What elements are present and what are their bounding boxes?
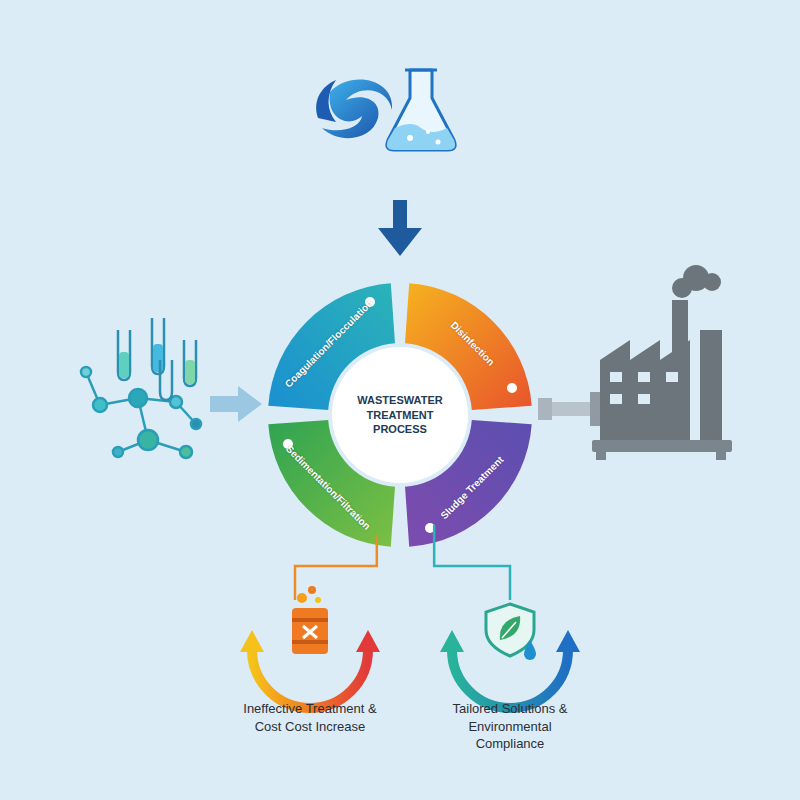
process-segment: Disinfection <box>444 315 501 372</box>
connector-line <box>434 525 510 600</box>
input-arrow <box>210 386 262 422</box>
down-arrow <box>378 200 422 256</box>
cost-cycle-icon <box>240 586 380 708</box>
outcome-node: Tailored Solutions & Environmental Compl… <box>430 600 590 753</box>
connector-line <box>295 536 377 600</box>
flask-icon <box>387 70 455 150</box>
segment-label: Disinfection <box>448 319 496 367</box>
outcome-label: Ineffective Treatment & Cost Cost Increa… <box>235 700 385 735</box>
factory-icon <box>538 265 732 460</box>
lab-icon <box>81 318 201 458</box>
outcome-node: Ineffective Treatment & Cost Cost Increa… <box>230 600 390 735</box>
segment-label: Sludge Treatment <box>438 453 505 520</box>
center-label: WASTESWATER TREATMENT PROCESS <box>348 393 452 438</box>
compliance-cycle-icon <box>440 604 580 708</box>
outcome-label: Tailored Solutions & Environmental Compl… <box>435 700 585 753</box>
center-hub: WASTESWATER TREATMENT PROCESS <box>332 347 468 483</box>
water-icon <box>316 80 392 139</box>
process-ring <box>268 283 531 546</box>
